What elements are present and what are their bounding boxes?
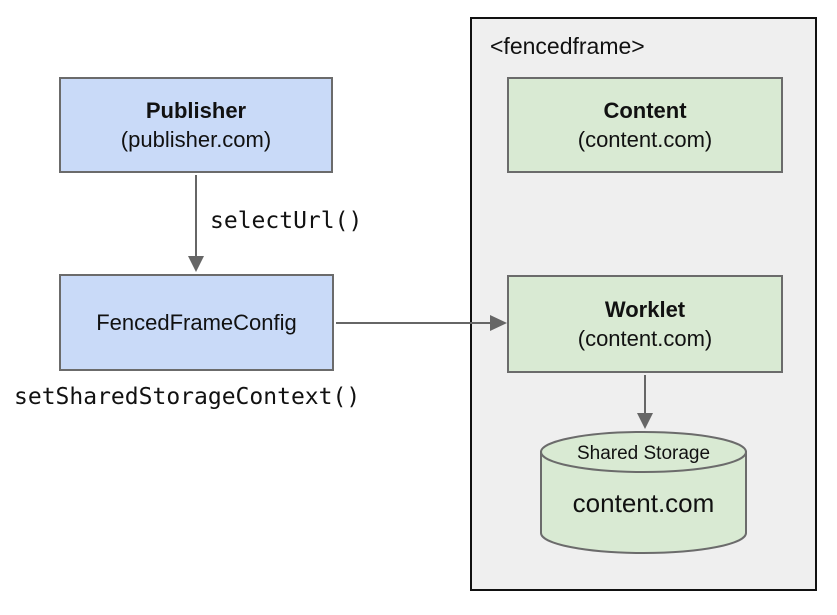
content-box-title: Content (603, 98, 687, 123)
content-box: Content (content.com) (507, 77, 783, 173)
publisher-box: Publisher (publisher.com) (59, 77, 333, 173)
publisher-box-subtitle: (publisher.com) (120, 127, 272, 152)
fenced-frame-config-box: FencedFrameConfig (59, 274, 334, 371)
fencedframe-tag-label: <fencedframe> (490, 33, 645, 59)
worklet-box-subtitle: (content.com) (577, 326, 713, 351)
publisher-box-title: Publisher (145, 98, 247, 123)
publisher-to-config-arrow (188, 175, 204, 272)
select-url-label: selectUrl() (210, 208, 363, 234)
set-shared-storage-context-label: setSharedStorageContext() (14, 384, 361, 410)
fenced-frame-config-title: FencedFrameConfig (96, 310, 297, 335)
worklet-box: Worklet (content.com) (507, 275, 783, 373)
worklet-box-title: Worklet (604, 297, 686, 322)
content-box-subtitle: (content.com) (577, 127, 713, 152)
arrow-down-icon (188, 256, 204, 272)
